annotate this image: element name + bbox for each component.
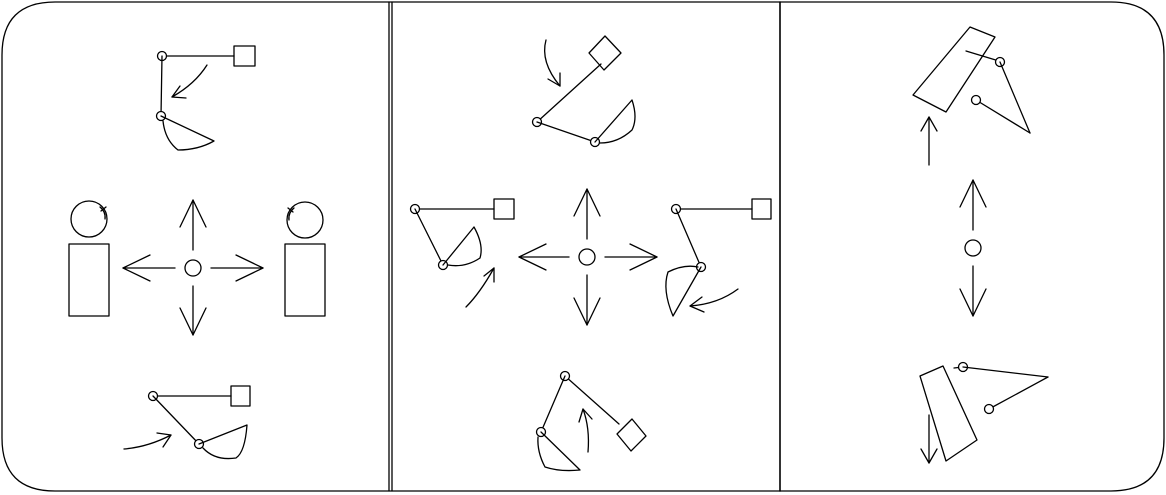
direction-cross-middle <box>519 189 657 325</box>
cab-circle-icon <box>287 202 323 238</box>
excavator-arm-right <box>666 199 771 316</box>
cab-circle-icon <box>71 201 107 237</box>
operator-cab-right <box>285 202 325 316</box>
dozer-blade-top <box>913 27 1030 165</box>
excavator-arm-left <box>411 199 515 307</box>
excavator-arm-top <box>533 36 636 147</box>
control-lever-knob-icon <box>185 260 201 276</box>
excavator-arm-bottom <box>124 386 250 459</box>
curved-arrow-icon <box>690 289 738 306</box>
cab-body-icon <box>285 244 325 316</box>
curved-arrow-icon <box>466 268 494 307</box>
bucket-head-icon <box>231 386 250 406</box>
direction-vertical-right <box>960 180 986 316</box>
direction-cross-left <box>123 200 263 335</box>
cab-body-icon <box>69 244 109 316</box>
curved-arrow-icon <box>545 40 560 86</box>
operator-cab-left <box>69 201 109 316</box>
curved-arrow-icon <box>583 409 588 452</box>
panel-left <box>69 46 325 459</box>
bucket-head-icon <box>617 419 646 451</box>
bucket-head-icon <box>494 199 514 219</box>
curved-arrow-icon <box>172 65 207 97</box>
bucket-head-icon <box>589 36 621 70</box>
dozer-blade-bottom <box>920 363 1048 464</box>
panel-middle <box>411 36 772 471</box>
dozer-blade-icon <box>920 366 977 461</box>
control-lever-knob-icon <box>965 240 981 256</box>
bucket-head-icon <box>752 199 771 219</box>
control-lever-knob-icon <box>579 249 595 265</box>
curved-arrow-icon <box>124 435 171 449</box>
joint-circle-icon <box>985 405 994 414</box>
excavator-arm-bottom <box>537 372 647 471</box>
joint-circle-icon <box>972 96 981 105</box>
dozer-blade-icon <box>913 27 995 112</box>
bucket-head-icon <box>234 46 255 66</box>
panel-right <box>913 27 1048 463</box>
excavator-arm-top <box>157 46 256 150</box>
